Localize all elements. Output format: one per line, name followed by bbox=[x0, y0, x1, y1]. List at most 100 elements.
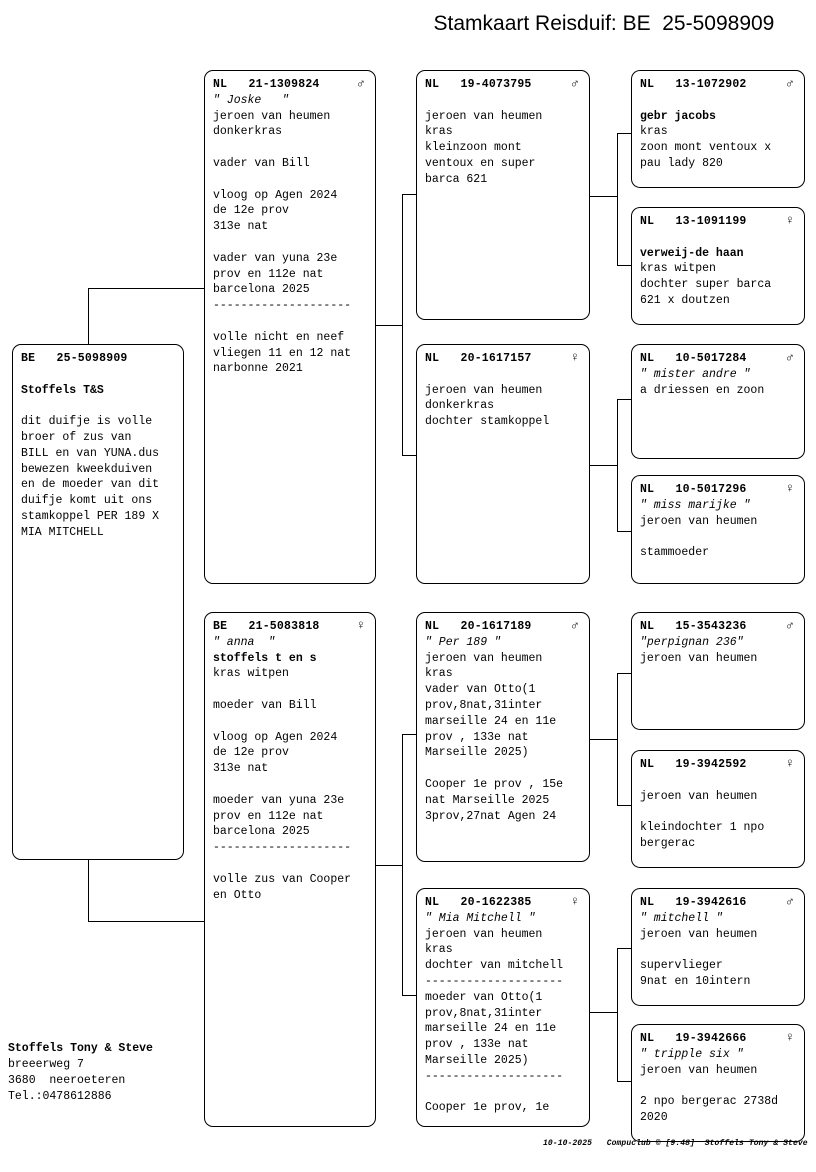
note-line: nat Marseille 2025 bbox=[425, 793, 550, 807]
mf-ring-number: NL 20-1617189♂ bbox=[425, 618, 579, 633]
note-line: 3prov,27nat Agen 24 bbox=[425, 809, 557, 823]
note-line: barcelona 2025 bbox=[213, 825, 310, 839]
male-icon: ♂ bbox=[570, 618, 579, 633]
mfm-ring-number: NL 19-3942592♀ bbox=[640, 756, 794, 771]
note-line bbox=[425, 1085, 581, 1101]
note-line: 2 npo bergerac 2738d bbox=[640, 1095, 779, 1109]
pedigree-box-fmm[interactable]: NL 10-5017296♀ " miss marijke " jeroen v… bbox=[631, 475, 805, 584]
note-line bbox=[640, 942, 796, 958]
note-line: kras bbox=[425, 667, 453, 681]
note-line: bewezen kweekduiven bbox=[21, 462, 153, 476]
connector-ff-to-fff bbox=[617, 133, 631, 135]
note-line: stamkoppel PER 189 X bbox=[21, 509, 160, 523]
father-nickname: " Joske " bbox=[213, 93, 289, 107]
pedigree-box-fff[interactable]: NL 13-1072902♂ gebr jacobs kras zoon mon… bbox=[631, 70, 805, 188]
note-line: Marseille 2025) bbox=[425, 746, 529, 760]
note-line: Cooper 1e prov , 15e bbox=[425, 777, 564, 791]
connector-mm-to-mmf bbox=[617, 948, 631, 950]
pedigree-box-ff[interactable]: NL 19-4073795♂ jeroen van heumen kras kl… bbox=[416, 70, 590, 320]
connector-subject-to-father bbox=[88, 288, 204, 290]
pedigree-box-mmm[interactable]: NL 19-3942666♀ " tripple six " jeroen va… bbox=[631, 1024, 805, 1142]
fff-breeder: gebr jacobs bbox=[640, 109, 716, 123]
note-line bbox=[213, 140, 367, 156]
note-line: de 12e prov bbox=[213, 204, 289, 218]
note-line: -------------------- bbox=[425, 974, 564, 988]
female-icon: ♀ bbox=[570, 350, 579, 365]
note-line: stammoeder bbox=[640, 546, 710, 560]
connector-mm-vertical bbox=[617, 948, 619, 1081]
note-line: de 12e prov bbox=[213, 746, 289, 760]
pedigree-box-fm[interactable]: NL 20-1617157♀ jeroen van heumen donkerk… bbox=[416, 344, 590, 584]
note-line: donkerkras bbox=[425, 399, 495, 413]
note-line bbox=[213, 682, 367, 698]
note-line: volle nicht en neef bbox=[213, 330, 345, 344]
note-line: dochter stamkoppel bbox=[425, 415, 550, 429]
note-line bbox=[213, 314, 367, 330]
connector-father-to-ff bbox=[402, 194, 416, 196]
note-line: BILL en van YUNA.dus bbox=[21, 446, 160, 460]
mmf-ring-number: NL 19-3942616♂ bbox=[640, 894, 794, 909]
subject-ring-number: BE 25-5098909 bbox=[21, 352, 128, 365]
note-line: barcelona 2025 bbox=[213, 283, 310, 297]
note-line: MIA MITCHELL bbox=[21, 525, 104, 539]
fmm-ring-number: NL 10-5017296♀ bbox=[640, 481, 794, 496]
note-line: duifje komt uit ons bbox=[21, 494, 153, 508]
connector-father-stub bbox=[376, 325, 403, 327]
mmm-ring-number: NL 19-3942666♀ bbox=[640, 1030, 794, 1045]
subject-notes: dit duifje is volle broer of zus van BIL… bbox=[21, 398, 175, 540]
page-title: Stamkaart Reisduif: BE 25-5098909 bbox=[433, 12, 775, 35]
note-line: marseille 24 en 11e bbox=[425, 714, 557, 728]
fff-ring-number: NL 13-1072902♂ bbox=[640, 76, 794, 91]
connector-mf-stub bbox=[590, 739, 618, 741]
note-line: dit duifje is volle bbox=[21, 415, 153, 429]
connector-mm-stub bbox=[590, 1012, 618, 1014]
note-line: vader van yuna 23e bbox=[213, 251, 338, 265]
subject-owner: Stoffels T&S bbox=[21, 383, 104, 397]
mf-nickname: " Per 189 " bbox=[425, 635, 501, 649]
pedigree-box-mother[interactable]: BE 21-5083818♀ " anna " stoffels t en s … bbox=[204, 612, 376, 1127]
note-line bbox=[640, 804, 796, 820]
note-line: zoon mont ventoux x bbox=[640, 141, 772, 155]
note-line: Cooper 1e prov, 1e bbox=[425, 1101, 550, 1115]
fmm-nickname: " miss marijke " bbox=[640, 498, 751, 512]
note-line: prov en 112e nat bbox=[213, 267, 324, 281]
connector-mother-to-mf bbox=[402, 734, 416, 736]
female-icon: ♀ bbox=[570, 894, 579, 909]
note-line: bergerac bbox=[640, 836, 696, 850]
note-line: kleindochter 1 npo bbox=[640, 821, 765, 835]
note-line bbox=[425, 761, 581, 777]
pedigree-box-mfm[interactable]: NL 19-3942592♀ jeroen van heumen kleindo… bbox=[631, 750, 805, 868]
note-line bbox=[640, 773, 796, 789]
address-line: 3680 neeroeteren bbox=[8, 1074, 126, 1087]
female-icon: ♀ bbox=[785, 481, 794, 496]
note-line: prov en 112e nat bbox=[213, 809, 324, 823]
note-line: jeroen van heumen bbox=[640, 514, 758, 528]
note-line: 313e nat bbox=[213, 220, 269, 234]
pedigree-box-fmf[interactable]: NL 10-5017284♂ " mister andre " a driess… bbox=[631, 344, 805, 459]
pedigree-box-mf[interactable]: NL 20-1617189♂ " Per 189 " jeroen van he… bbox=[416, 612, 590, 862]
male-icon: ♂ bbox=[785, 618, 794, 633]
note-line bbox=[213, 714, 367, 730]
subject-spacer bbox=[21, 367, 175, 383]
female-icon: ♀ bbox=[785, 1030, 794, 1045]
pedigree-box-subject[interactable]: BE 25-5098909 Stoffels T&S dit duifje is… bbox=[12, 344, 184, 860]
connector-ff-stub bbox=[590, 196, 618, 198]
note-line: moeder van Bill bbox=[213, 698, 317, 712]
note-line: jeroen van heumen bbox=[425, 383, 543, 397]
pedigree-box-mm[interactable]: NL 20-1622385♀ " Mia Mitchell " jeroen v… bbox=[416, 888, 590, 1127]
pedigree-box-mff[interactable]: NL 15-3543236♂ "perpignan 236" jeroen va… bbox=[631, 612, 805, 730]
mother-notes: kras witpen moeder van Bill vloog op Age… bbox=[213, 666, 367, 903]
mother-ring-number: BE 21-5083818♀ bbox=[213, 618, 365, 633]
mm-nickname: " Mia Mitchell " bbox=[425, 911, 536, 925]
pedigree-box-father[interactable]: NL 21-1309824♂ " Joske " jeroen van heum… bbox=[204, 70, 376, 584]
connector-father-to-fm bbox=[402, 455, 416, 457]
pedigree-box-mmf[interactable]: NL 19-3942616♂ " mitchell " jeroen van h… bbox=[631, 888, 805, 1006]
pedigree-box-ffm[interactable]: NL 13-1091199♀ verweij-de haan kras witp… bbox=[631, 207, 805, 325]
note-line bbox=[213, 172, 367, 188]
address-phone: Tel.:0478612886 bbox=[8, 1090, 112, 1103]
software-credit: 10-10-2025 Compuclub © [9.48] Stoffels T… bbox=[543, 1139, 808, 1148]
connector-mf-to-mff bbox=[617, 673, 631, 675]
note-line: -------------------- bbox=[213, 841, 352, 855]
fmf-ring-number: NL 10-5017284♂ bbox=[640, 350, 794, 365]
connector-subject-to-mother bbox=[88, 921, 204, 923]
